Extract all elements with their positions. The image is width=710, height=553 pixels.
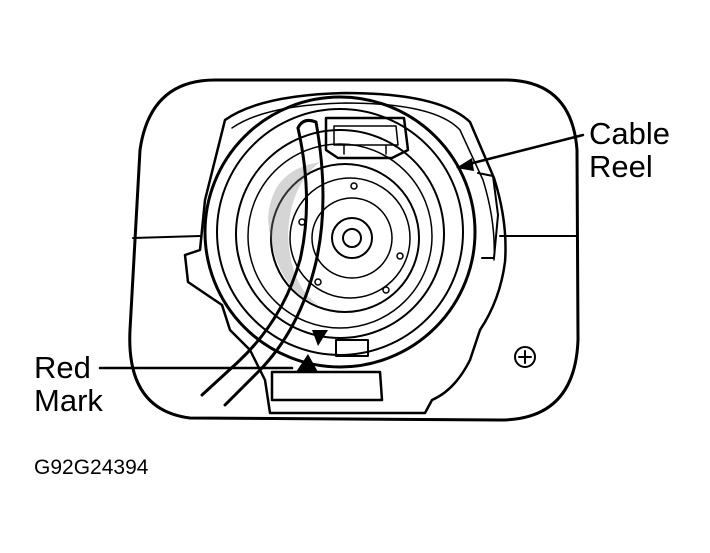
cable-reel-leader (463, 133, 585, 167)
mounting-plate (183, 91, 507, 415)
cable-reel-label-line2: Reel (589, 149, 653, 184)
screw-hole (314, 278, 322, 286)
cable-left-edge (200, 126, 308, 397)
reel-ring-5 (270, 163, 420, 313)
mounting-bolt-slot (518, 350, 532, 364)
lower-connector (335, 339, 369, 357)
top-connector (324, 116, 410, 160)
screw-hole (396, 252, 404, 260)
reel-hub-center (342, 228, 362, 248)
mounting-bolt (514, 346, 536, 368)
red-mark-callout: Red Mark (34, 351, 103, 417)
top-connector-detail (333, 125, 399, 155)
reel-shadow (268, 162, 320, 305)
reel-ring-7 (311, 197, 393, 279)
right-bracket (477, 172, 499, 259)
pad-split-line (132, 235, 577, 239)
red-mark-lower-triangle (296, 354, 318, 372)
reel-ring-4 (247, 143, 433, 329)
red-mark-upper-triangle (312, 330, 328, 346)
reel-ring-6 (289, 177, 411, 299)
figure-id: G92G24394 (34, 456, 149, 479)
reel-hub (331, 217, 373, 259)
reel-ring-2 (216, 108, 464, 356)
reel-ring-3 (235, 129, 445, 339)
cable-right-edge (223, 120, 325, 407)
lower-housing (270, 370, 384, 402)
cable-end (296, 119, 318, 130)
steering-pad-outline (128, 78, 580, 422)
cable-reel-arrowhead (456, 158, 474, 171)
screw-hole (382, 286, 390, 294)
mounting-plate-inner-edge (231, 102, 495, 261)
red-mark-label-line2: Mark (34, 383, 103, 418)
reel-outer-ring (203, 95, 477, 369)
red-mark-label-line1: Red (34, 350, 91, 385)
screw-hole (350, 182, 358, 190)
cable-reel-label-line1: Cable (589, 116, 670, 151)
cable-reel-callout: Cable Reel (589, 117, 670, 183)
